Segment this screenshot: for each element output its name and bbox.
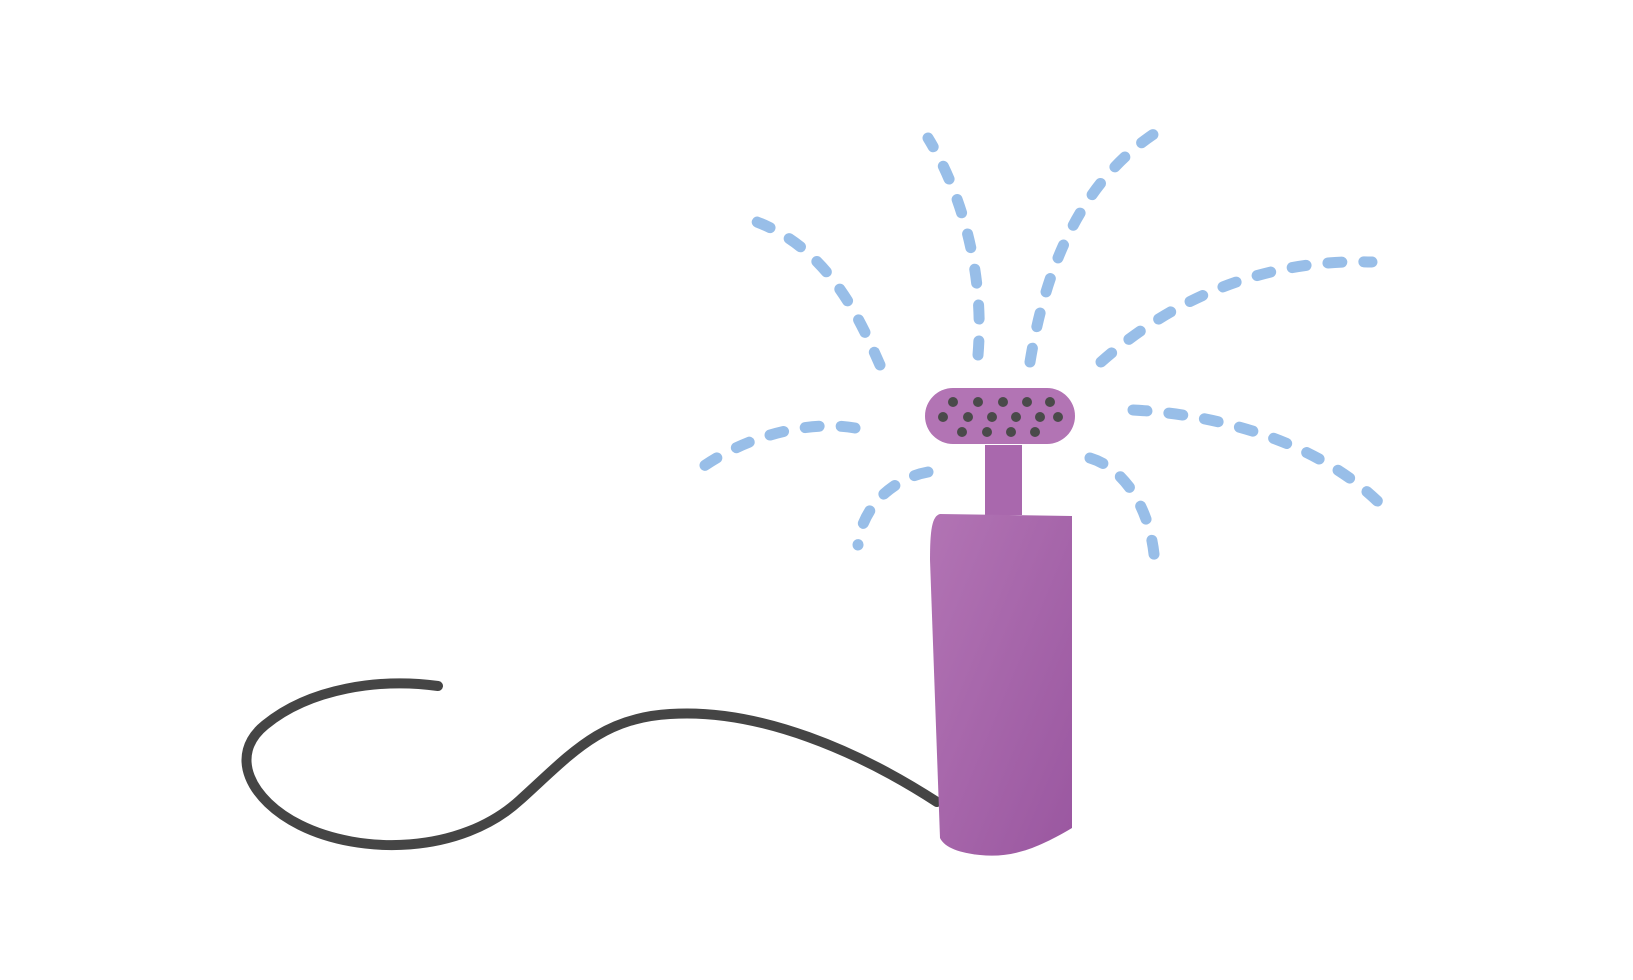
nozzle-hole (948, 397, 958, 407)
nozzle-hole (963, 412, 973, 422)
spray-arc-top-right (1024, 124, 1166, 368)
spray-arc-mid-left (682, 420, 861, 484)
nozzle-hole (957, 427, 967, 437)
sprinkler-body (930, 514, 1072, 856)
nozzle-hole (1035, 412, 1045, 422)
spray-arc-far-right (1095, 256, 1378, 368)
nozzle-hole (1045, 397, 1055, 407)
nozzle-hole (938, 412, 948, 422)
water-spray (682, 124, 1394, 578)
nozzle-hole (1053, 412, 1063, 422)
spray-arc-low-right (1084, 452, 1161, 578)
nozzle-hole (1030, 427, 1040, 437)
nozzle-hole (982, 427, 992, 437)
spray-arc-mid-right (1127, 404, 1394, 518)
nozzle-hole (973, 397, 983, 407)
nozzle-hole (1011, 412, 1021, 422)
garden-hose (241, 678, 942, 851)
nozzle-hole (987, 412, 997, 422)
nozzle-holes (938, 397, 1063, 437)
nozzle-hole (998, 397, 1008, 407)
nozzle-hole (1006, 427, 1016, 437)
spray-arc-far-left (751, 216, 886, 371)
sprinkler-stem (985, 445, 1022, 515)
spray-arc-low-left (852, 466, 934, 551)
nozzle-hole (1022, 397, 1032, 407)
spray-arc-top-left (922, 132, 985, 361)
